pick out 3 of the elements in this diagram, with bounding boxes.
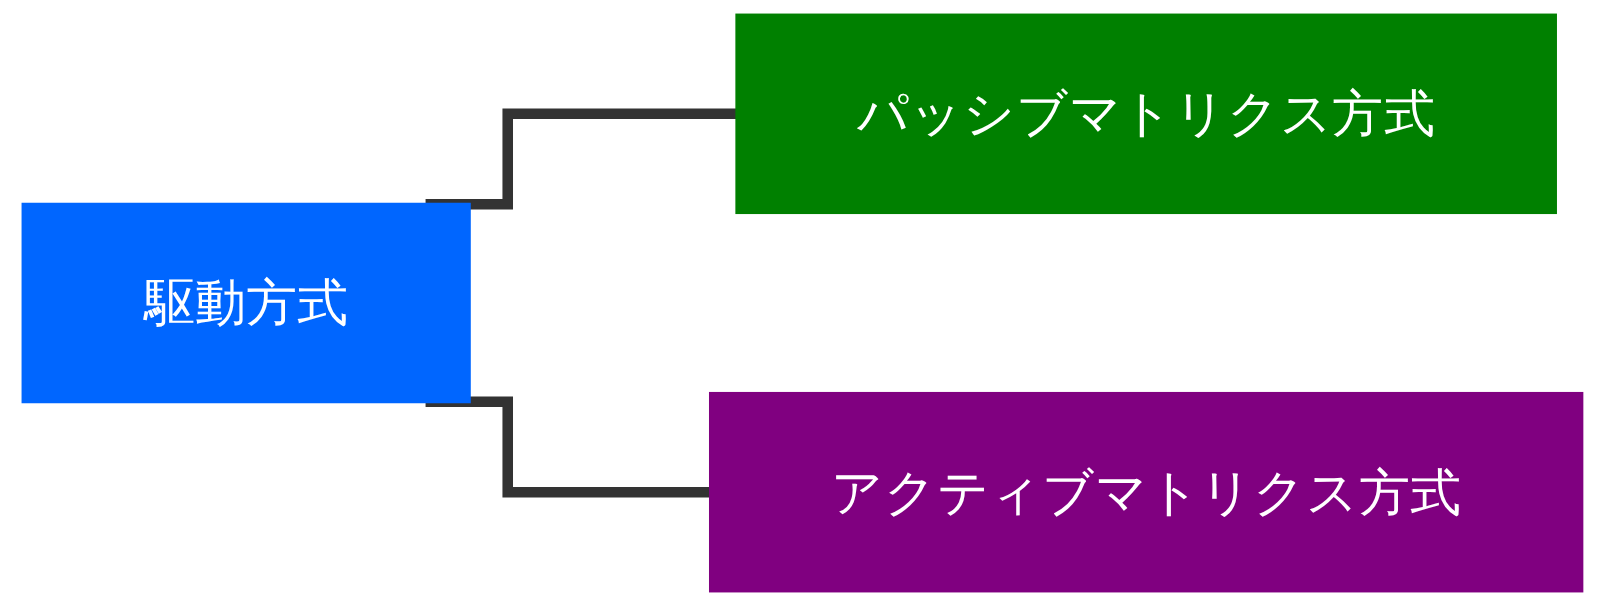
node-box: パッシブマトリクス方式 <box>734 13 1557 215</box>
node-box: 駆動方式 <box>21 202 471 404</box>
node-box: アクティブマトリクス方式 <box>708 391 1583 593</box>
